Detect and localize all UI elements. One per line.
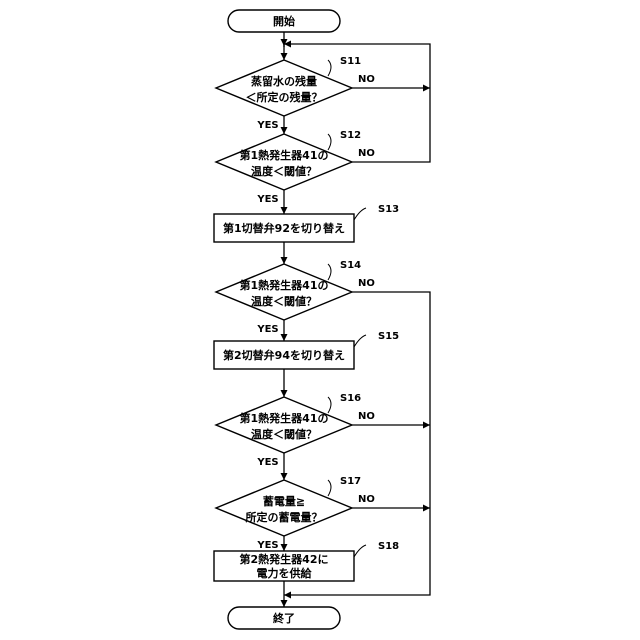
- start-terminal-label: 開始: [273, 14, 295, 28]
- no-label: NO: [358, 411, 375, 422]
- decision-line-1: 第1熱発生器41の: [240, 411, 329, 425]
- process-line-1: 第2熱発生器42に: [240, 552, 329, 566]
- step-id-s18: S18: [378, 541, 399, 552]
- step-leader: [328, 60, 331, 76]
- yes-label: YES: [256, 194, 278, 205]
- decision-shape: [216, 134, 352, 190]
- arrow-into-s15: [281, 334, 288, 341]
- arrow-into-s17: [281, 473, 288, 480]
- decision-shape: [216, 480, 352, 536]
- no-label: NO: [358, 74, 375, 85]
- step-leader: [328, 264, 331, 280]
- step-id-s17: S17: [340, 476, 361, 487]
- decision-line-1: 第1熱発生器41の: [240, 148, 329, 162]
- arrow-s16-no: [423, 422, 430, 429]
- process-line-1: 第1切替弁92を切り替え: [223, 221, 345, 235]
- step-leader: [328, 480, 331, 496]
- no-label: NO: [358, 278, 375, 289]
- step-id-s16: S16: [340, 393, 361, 404]
- arrow-into-s14: [281, 257, 288, 264]
- process-s13: 第1切替弁92を切り替え S13: [214, 204, 399, 242]
- decision-s12: 第1熱発生器41の温度＜閾値？ YES NO S12: [216, 130, 375, 205]
- end-terminal-label: 終了: [273, 611, 295, 625]
- no-label: NO: [358, 494, 375, 505]
- step-leader: [328, 397, 331, 413]
- decision-shape: [216, 264, 352, 320]
- decision-line-2: 温度＜閾値？: [251, 294, 317, 308]
- yes-label: YES: [256, 540, 278, 551]
- step-leader: [354, 545, 366, 557]
- process-s15: 第2切替弁94を切り替え S15: [214, 331, 399, 369]
- decision-line-1: 蓄電量≧: [263, 494, 305, 508]
- arrow-s17-no: [423, 505, 430, 512]
- process-line-1: 第2切替弁94を切り替え: [223, 348, 345, 362]
- decision-line-2: 温度＜閾値？: [251, 427, 317, 441]
- step-id-s14: S14: [340, 260, 361, 271]
- start-terminal: 開始: [228, 10, 340, 32]
- decision-shape: [216, 397, 352, 453]
- arrow-into-s13: [281, 207, 288, 214]
- step-id-s12: S12: [340, 130, 361, 141]
- arrow-into-end: [281, 600, 288, 607]
- step-id-s13: S13: [378, 204, 399, 215]
- arrow-into-s18: [281, 544, 288, 551]
- yes-label: YES: [256, 324, 278, 335]
- decision-shape: [216, 60, 352, 116]
- decision-s11: 蒸留水の残量 ＜所定の残量？ YES NO S11: [216, 56, 375, 131]
- decision-line-2: 温度＜閾値？: [251, 164, 317, 178]
- process-s18: 第2熱発生器42に電力を供給 S18: [214, 541, 399, 581]
- no-label: NO: [358, 148, 375, 159]
- decision-line-2: 所定の蓄電量？: [246, 510, 323, 524]
- decision-s16: 第1熱発生器41の温度＜閾値？ YES NO S16: [216, 393, 375, 468]
- yes-label: YES: [256, 457, 278, 468]
- end-terminal: 終了: [228, 607, 340, 629]
- step-id-s11: S11: [340, 56, 361, 67]
- decision-s17: 蓄電量≧ 所定の蓄電量？ YES NO S17: [216, 476, 375, 551]
- flowchart-nodes: 開始終了 蒸留水の残量 ＜所定の残量？ YES NO S11 第1熱発生器41の温度＜閾値？…: [214, 10, 399, 629]
- step-leader: [328, 134, 331, 150]
- decision-s14: 第1熱発生器41の温度＜閾値？ YES NO S14: [216, 260, 375, 335]
- arrow-into-end-merge: [284, 592, 291, 599]
- process-line-2: 電力を供給: [257, 566, 313, 580]
- arrow-s11-no: [423, 85, 430, 92]
- yes-label: YES: [256, 120, 278, 131]
- decision-line-1: 第1熱発生器41の: [240, 278, 329, 292]
- arrow-into-s16: [281, 390, 288, 397]
- arrow-into-s11: [281, 53, 288, 60]
- decision-line-1: 蒸留水の残量: [251, 74, 317, 88]
- arrow-into-s12: [281, 127, 288, 134]
- step-leader: [354, 208, 366, 220]
- step-leader: [354, 335, 366, 347]
- step-id-s15: S15: [378, 331, 399, 342]
- decision-line-2: ＜所定の残量？: [246, 90, 323, 104]
